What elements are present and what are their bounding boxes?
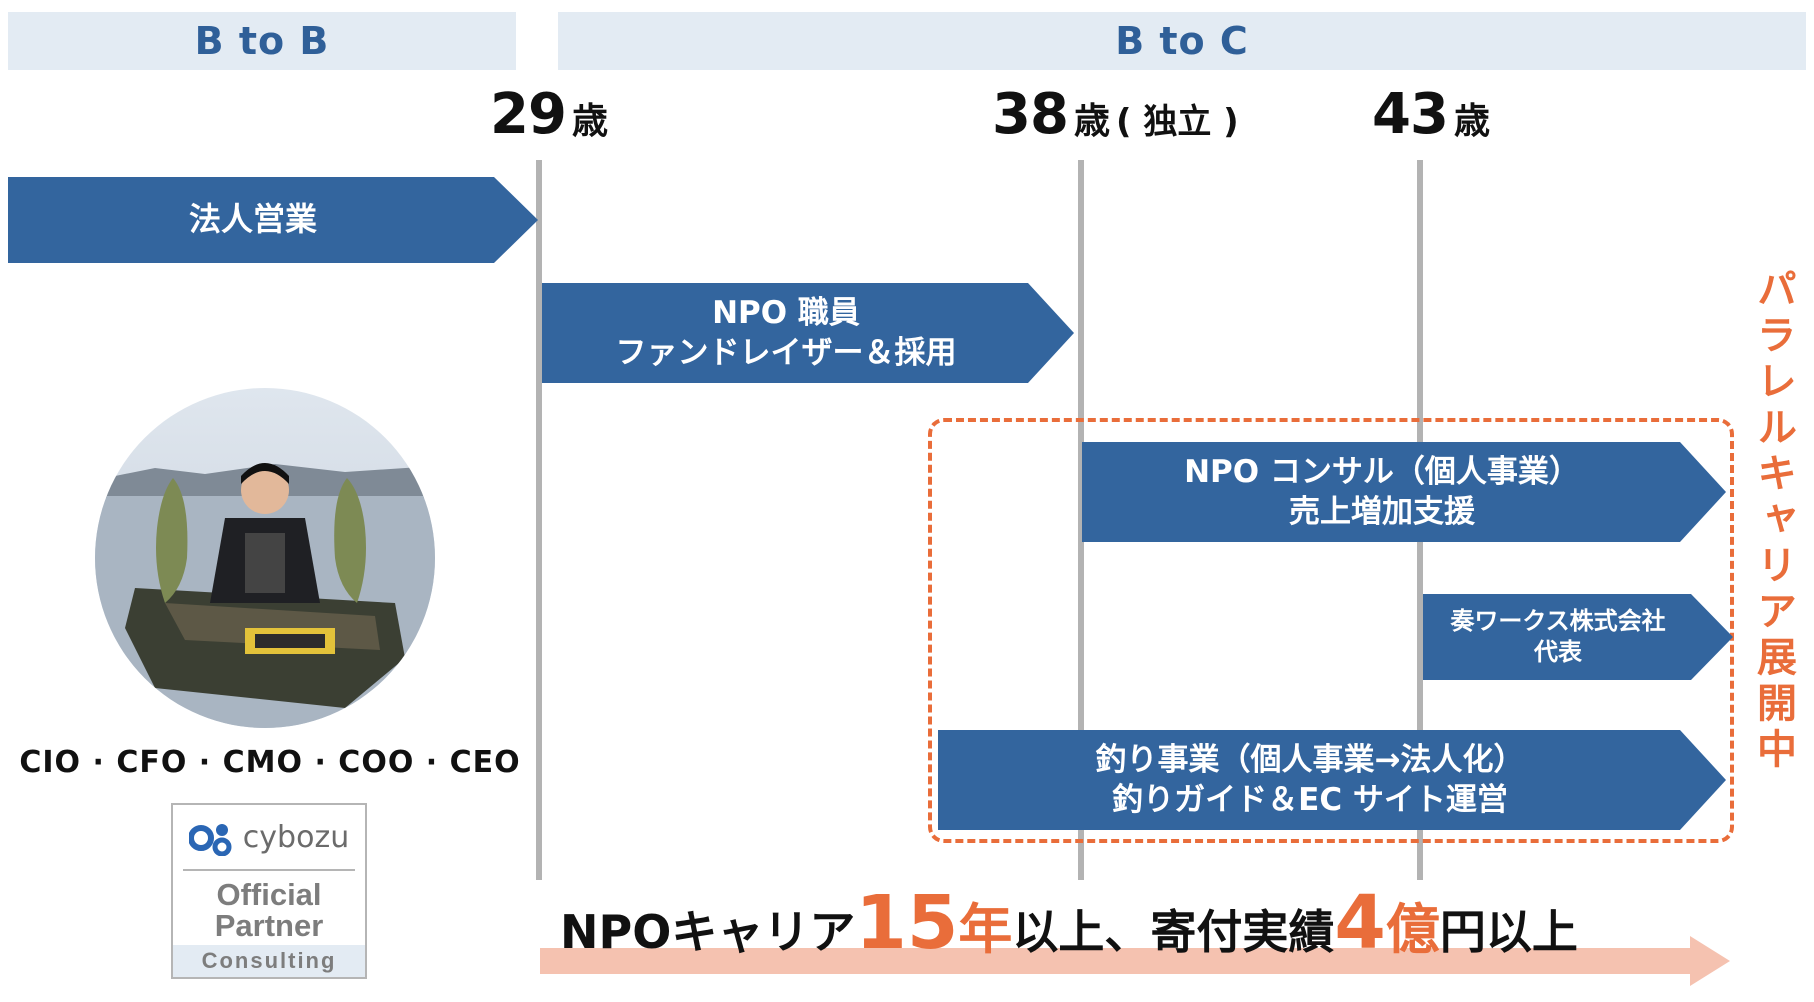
age-number: 29 [490,82,567,147]
btoc-header: B to C [558,12,1806,70]
age-unit: 歳 [571,101,608,142]
cybozu-logo: cybozu [173,805,365,869]
arrow-text-line1: NPO コンサル（個人事業） [1184,453,1580,490]
career-summary-arrow [540,936,1730,986]
arrow-text-line2: 売上増加支援 [1289,494,1475,530]
cybozu-brand-text: cybozu [242,819,350,855]
arrow-text: 法人営業 [188,200,317,239]
badge-consulting-text: Consulting [173,945,365,977]
badge-partner-text: Partner [214,908,324,943]
btob-header: B to B [8,12,516,70]
cybozu-partner-badge: cybozu Official Partner Consulting [171,803,367,979]
badge-official-partner: Official Partner [173,871,365,947]
parallel-career-frame [928,418,1734,843]
age-note: ( 独立 ) [1115,102,1239,142]
parallel-career-label: パラレルキャリア展開中 [1750,268,1796,774]
badge-divider [183,869,355,871]
summary-amount-unit: 億 [1385,898,1440,961]
career-summary-text: NPOキャリア 15 年 以上、寄付実績 4 億 円以上 [560,880,1740,966]
summary-amount-number: 4 [1334,880,1386,966]
age-unit: 歳 [1453,101,1490,142]
summary-part2: 以上、寄付実績 [1012,905,1335,959]
arrow-corporate-sales: 法人営業 [8,177,538,263]
cybozu-logo-icon [188,824,232,856]
arrow-npo-staff: NPO 職員 ファンドレイザー＆採用 [542,283,1074,383]
arrow-text-line1: 釣り事業（個人事業→法人化） [1095,741,1525,778]
badge-official-text: Official [216,877,322,912]
timeline-line-29 [536,160,542,880]
timeline-line-38 [1078,160,1084,880]
arrow-fishing-business: 釣り事業（個人事業→法人化） 釣りガイド＆EC サイト運営 [938,730,1726,830]
summary-years-unit: 年 [958,898,1013,961]
profile-photo [95,388,435,728]
arrow-npo-consulting: NPO コンサル（個人事業） 売上増加支援 [1082,442,1726,542]
arrow-text-line2: ファンドレイザー＆採用 [615,335,957,371]
arrow-text-line2: 代表 [1534,638,1582,666]
btob-label: B to B [194,19,330,63]
arrow-kanade-works: 奏ワークス株式会社 代表 [1423,594,1733,680]
fishing-photo-illustration [95,388,435,728]
summary-years-number: 15 [855,880,959,966]
age-unit: 歳 [1073,101,1110,142]
age-number: 43 [1372,82,1449,147]
btoc-label: B to C [1115,19,1249,63]
arrow-text-line1: 奏ワークス株式会社 [1450,606,1666,635]
arrow-text-line1: NPO 職員 [712,294,860,331]
summary-part3: 円以上 [1439,905,1578,959]
arrow-text-line2: 釣りガイド＆EC サイト運営 [1112,782,1508,818]
summary-part1: NPOキャリア [560,905,856,959]
roles-text: CIO · CFO · CMO · COO · CEO [19,745,521,780]
age-number: 38 [992,82,1069,147]
